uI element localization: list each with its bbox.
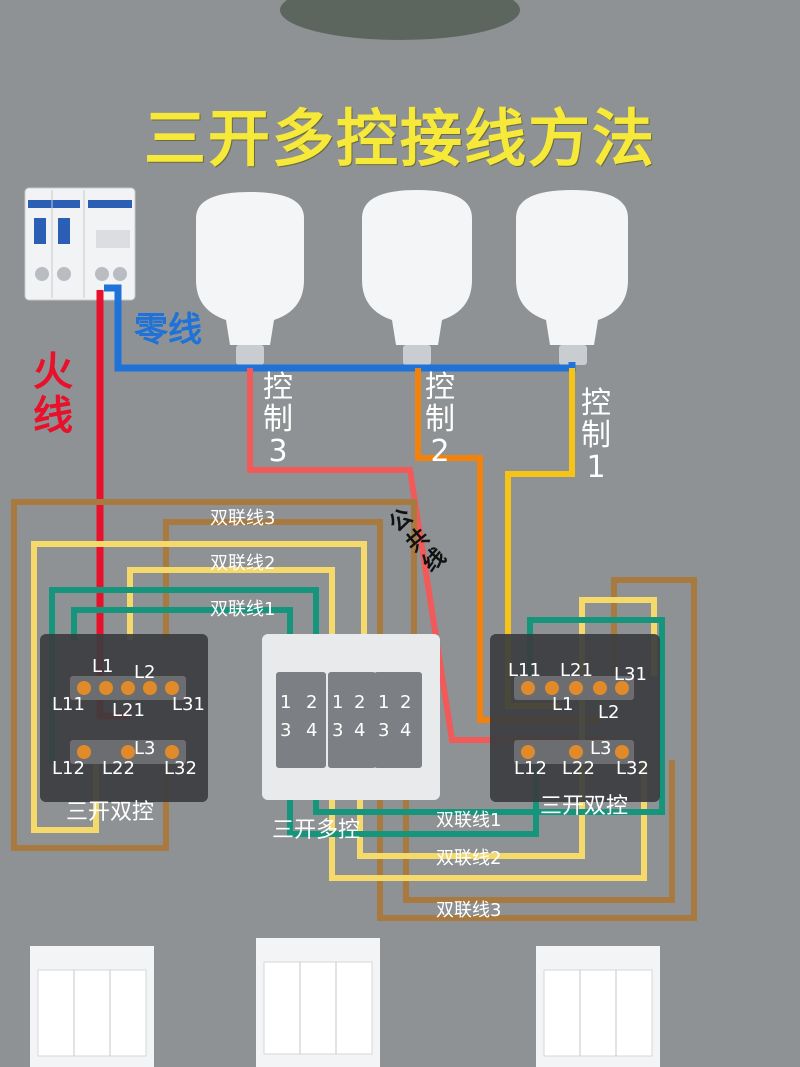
switch-plate-middle bbox=[256, 938, 380, 1067]
right-terminal-l22: L22 bbox=[562, 758, 595, 779]
left-terminal-l1: L1 bbox=[92, 656, 114, 677]
live-wire-label: 火线 bbox=[33, 349, 73, 439]
mid-a-terminal-3: 3 bbox=[280, 720, 292, 741]
page-title: 三开多控接线方法 bbox=[143, 102, 656, 175]
pair-wire-1-bottom-2 bbox=[313, 617, 665, 815]
mid-a-terminal-4: 4 bbox=[306, 720, 318, 741]
pair-wire-3-top bbox=[163, 519, 383, 676]
pair-wire-3-bottom-2 bbox=[403, 760, 675, 903]
circuit-breaker bbox=[24, 187, 136, 301]
pair-wire-2-bottom bbox=[329, 760, 647, 881]
right-terminal-l2: L2 bbox=[598, 702, 620, 723]
neutral-wire bbox=[104, 284, 576, 372]
right-terminal-l1: L1 bbox=[552, 694, 574, 715]
mid-b-terminal-1: 1 bbox=[332, 692, 344, 713]
left-terminal-l12: L12 bbox=[52, 758, 85, 779]
mid-a-terminal-2: 2 bbox=[306, 692, 318, 713]
control-2-label: 控制2 bbox=[425, 370, 455, 469]
pair-wire-3-label-top: 双联线3 bbox=[210, 508, 276, 529]
control-3-label: 控制3 bbox=[263, 370, 293, 469]
bulb-2 bbox=[362, 190, 472, 365]
right-terminal-l12: L12 bbox=[514, 758, 547, 779]
left-terminal-l32: L32 bbox=[164, 758, 197, 779]
pair-wire-2-top bbox=[127, 567, 335, 676]
bulb-1 bbox=[196, 192, 304, 365]
left-terminal-l31: L31 bbox=[172, 694, 205, 715]
right-terminal-l11: L11 bbox=[508, 660, 541, 681]
pair-wire-2-left-loop bbox=[31, 541, 367, 833]
pair-wire-3-label-bottom: 双联线3 bbox=[436, 900, 502, 921]
control-1-label: 控制1 bbox=[581, 386, 611, 485]
mid-b-terminal-4: 4 bbox=[354, 720, 366, 741]
neutral-wire-label: 零线 bbox=[134, 310, 202, 350]
left-switch-body bbox=[40, 634, 208, 802]
right-terminal-l3: L3 bbox=[590, 738, 612, 759]
pair-wire-1-label-bottom: 双联线1 bbox=[436, 810, 502, 831]
pair-wire-2-label-top: 双联线2 bbox=[210, 553, 276, 574]
left-terminal-l22: L22 bbox=[102, 758, 135, 779]
pair-wire-3-bottom bbox=[377, 577, 697, 921]
right-terminal-l31: L31 bbox=[614, 664, 647, 685]
pair-wire-2-label-bottom: 双联线2 bbox=[436, 848, 502, 869]
pair-wire-1-label-top: 双联线1 bbox=[210, 599, 276, 620]
left-terminal-l2: L2 bbox=[134, 662, 156, 683]
mid-a-terminal-1: 1 bbox=[280, 692, 292, 713]
switch-plate-right bbox=[536, 946, 660, 1067]
left-terminal-l3: L3 bbox=[134, 738, 156, 759]
mid-c-terminal-1: 1 bbox=[378, 692, 390, 713]
mid-b-terminal-3: 3 bbox=[332, 720, 344, 741]
background-blob bbox=[280, 0, 520, 40]
mid-c-terminal-2: 2 bbox=[400, 692, 412, 713]
right-terminal-l21: L21 bbox=[560, 660, 593, 681]
bulb-3 bbox=[516, 190, 628, 365]
middle-switch-name: 三开多控 bbox=[272, 818, 361, 843]
right-switch-body bbox=[490, 634, 660, 802]
mid-c-terminal-4: 4 bbox=[400, 720, 412, 741]
middle-switch-body bbox=[262, 634, 440, 800]
left-terminal-l21: L21 bbox=[112, 700, 145, 721]
mid-c-terminal-3: 3 bbox=[378, 720, 390, 741]
switch-plate-left bbox=[30, 946, 154, 1067]
left-terminal-l11: L11 bbox=[52, 694, 85, 715]
mid-b-terminal-2: 2 bbox=[354, 692, 366, 713]
left-switch-name: 三开双控 bbox=[66, 800, 155, 825]
right-terminal-l32: L32 bbox=[616, 758, 649, 779]
right-switch-name: 三开双控 bbox=[540, 794, 629, 819]
pair-wire-3-left-loop bbox=[11, 499, 417, 851]
